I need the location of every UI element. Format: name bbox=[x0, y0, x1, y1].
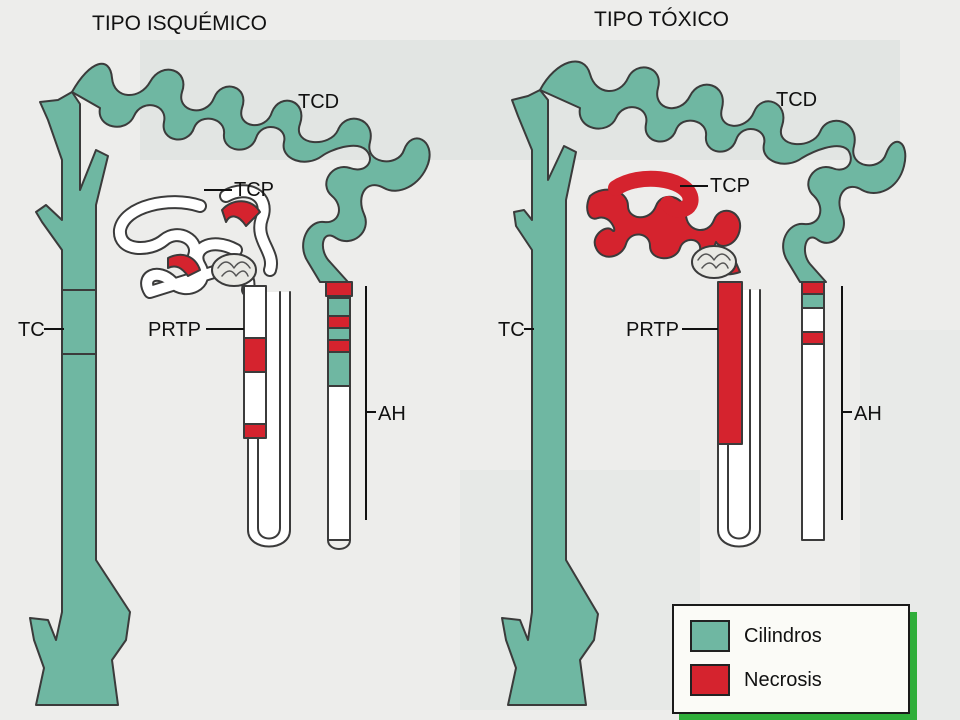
left-title: TIPO ISQUÉMICO bbox=[92, 12, 267, 35]
necrosis-swatch bbox=[690, 664, 730, 696]
right-collecting-duct bbox=[501, 89, 599, 706]
left-prtp-necrosis-1 bbox=[243, 337, 267, 373]
left-distal-convoluted-tubule bbox=[71, 62, 431, 283]
left-glomerulus bbox=[211, 253, 257, 287]
left-nephron bbox=[29, 62, 431, 706]
left-collecting-duct bbox=[29, 91, 131, 706]
left-pct-necrosis-1 bbox=[221, 200, 261, 227]
right-ah-necrosis-top bbox=[801, 281, 825, 295]
right-prtp-necrosis bbox=[717, 281, 743, 445]
left-pct-necrosis-2 bbox=[167, 253, 201, 277]
legend-item-necrosis: Necrosis bbox=[690, 664, 822, 696]
left-prtp-necrosis-2 bbox=[243, 423, 267, 439]
cylinders-swatch bbox=[690, 620, 730, 652]
left-tc-casts bbox=[61, 289, 97, 355]
left-ah-necrosis-1 bbox=[327, 315, 351, 329]
right-title: TIPO TÓXICO bbox=[594, 8, 729, 31]
left-label-prtp: PRTP bbox=[148, 319, 201, 341]
left-ah-necrosis-top bbox=[325, 281, 353, 297]
legend-label-necrosis: Necrosis bbox=[744, 668, 822, 691]
right-label-ah: AH bbox=[854, 403, 882, 425]
right-ah-necrosis-low bbox=[801, 331, 825, 345]
right-glomerulus bbox=[691, 245, 737, 279]
left-label-tc: TC bbox=[18, 319, 45, 341]
right-distal-convoluted-tubule bbox=[539, 60, 907, 283]
right-label-tc: TC bbox=[498, 319, 525, 341]
legend-label-cylinders: Cilindros bbox=[744, 624, 822, 647]
legend: Cilindros Necrosis bbox=[672, 604, 910, 714]
right-label-tcp: TCP bbox=[710, 175, 750, 197]
left-ah-necrosis-2 bbox=[327, 339, 351, 353]
left-label-ah: AH bbox=[378, 403, 406, 425]
right-label-prtp: PRTP bbox=[626, 319, 679, 341]
left-label-tcd: TCD bbox=[298, 91, 339, 113]
right-nephron bbox=[501, 60, 907, 706]
right-ah-casts bbox=[801, 293, 825, 309]
legend-item-cylinders: Cilindros bbox=[690, 620, 822, 652]
left-label-tcp: TCP bbox=[234, 179, 274, 201]
right-label-tcd: TCD bbox=[776, 89, 817, 111]
